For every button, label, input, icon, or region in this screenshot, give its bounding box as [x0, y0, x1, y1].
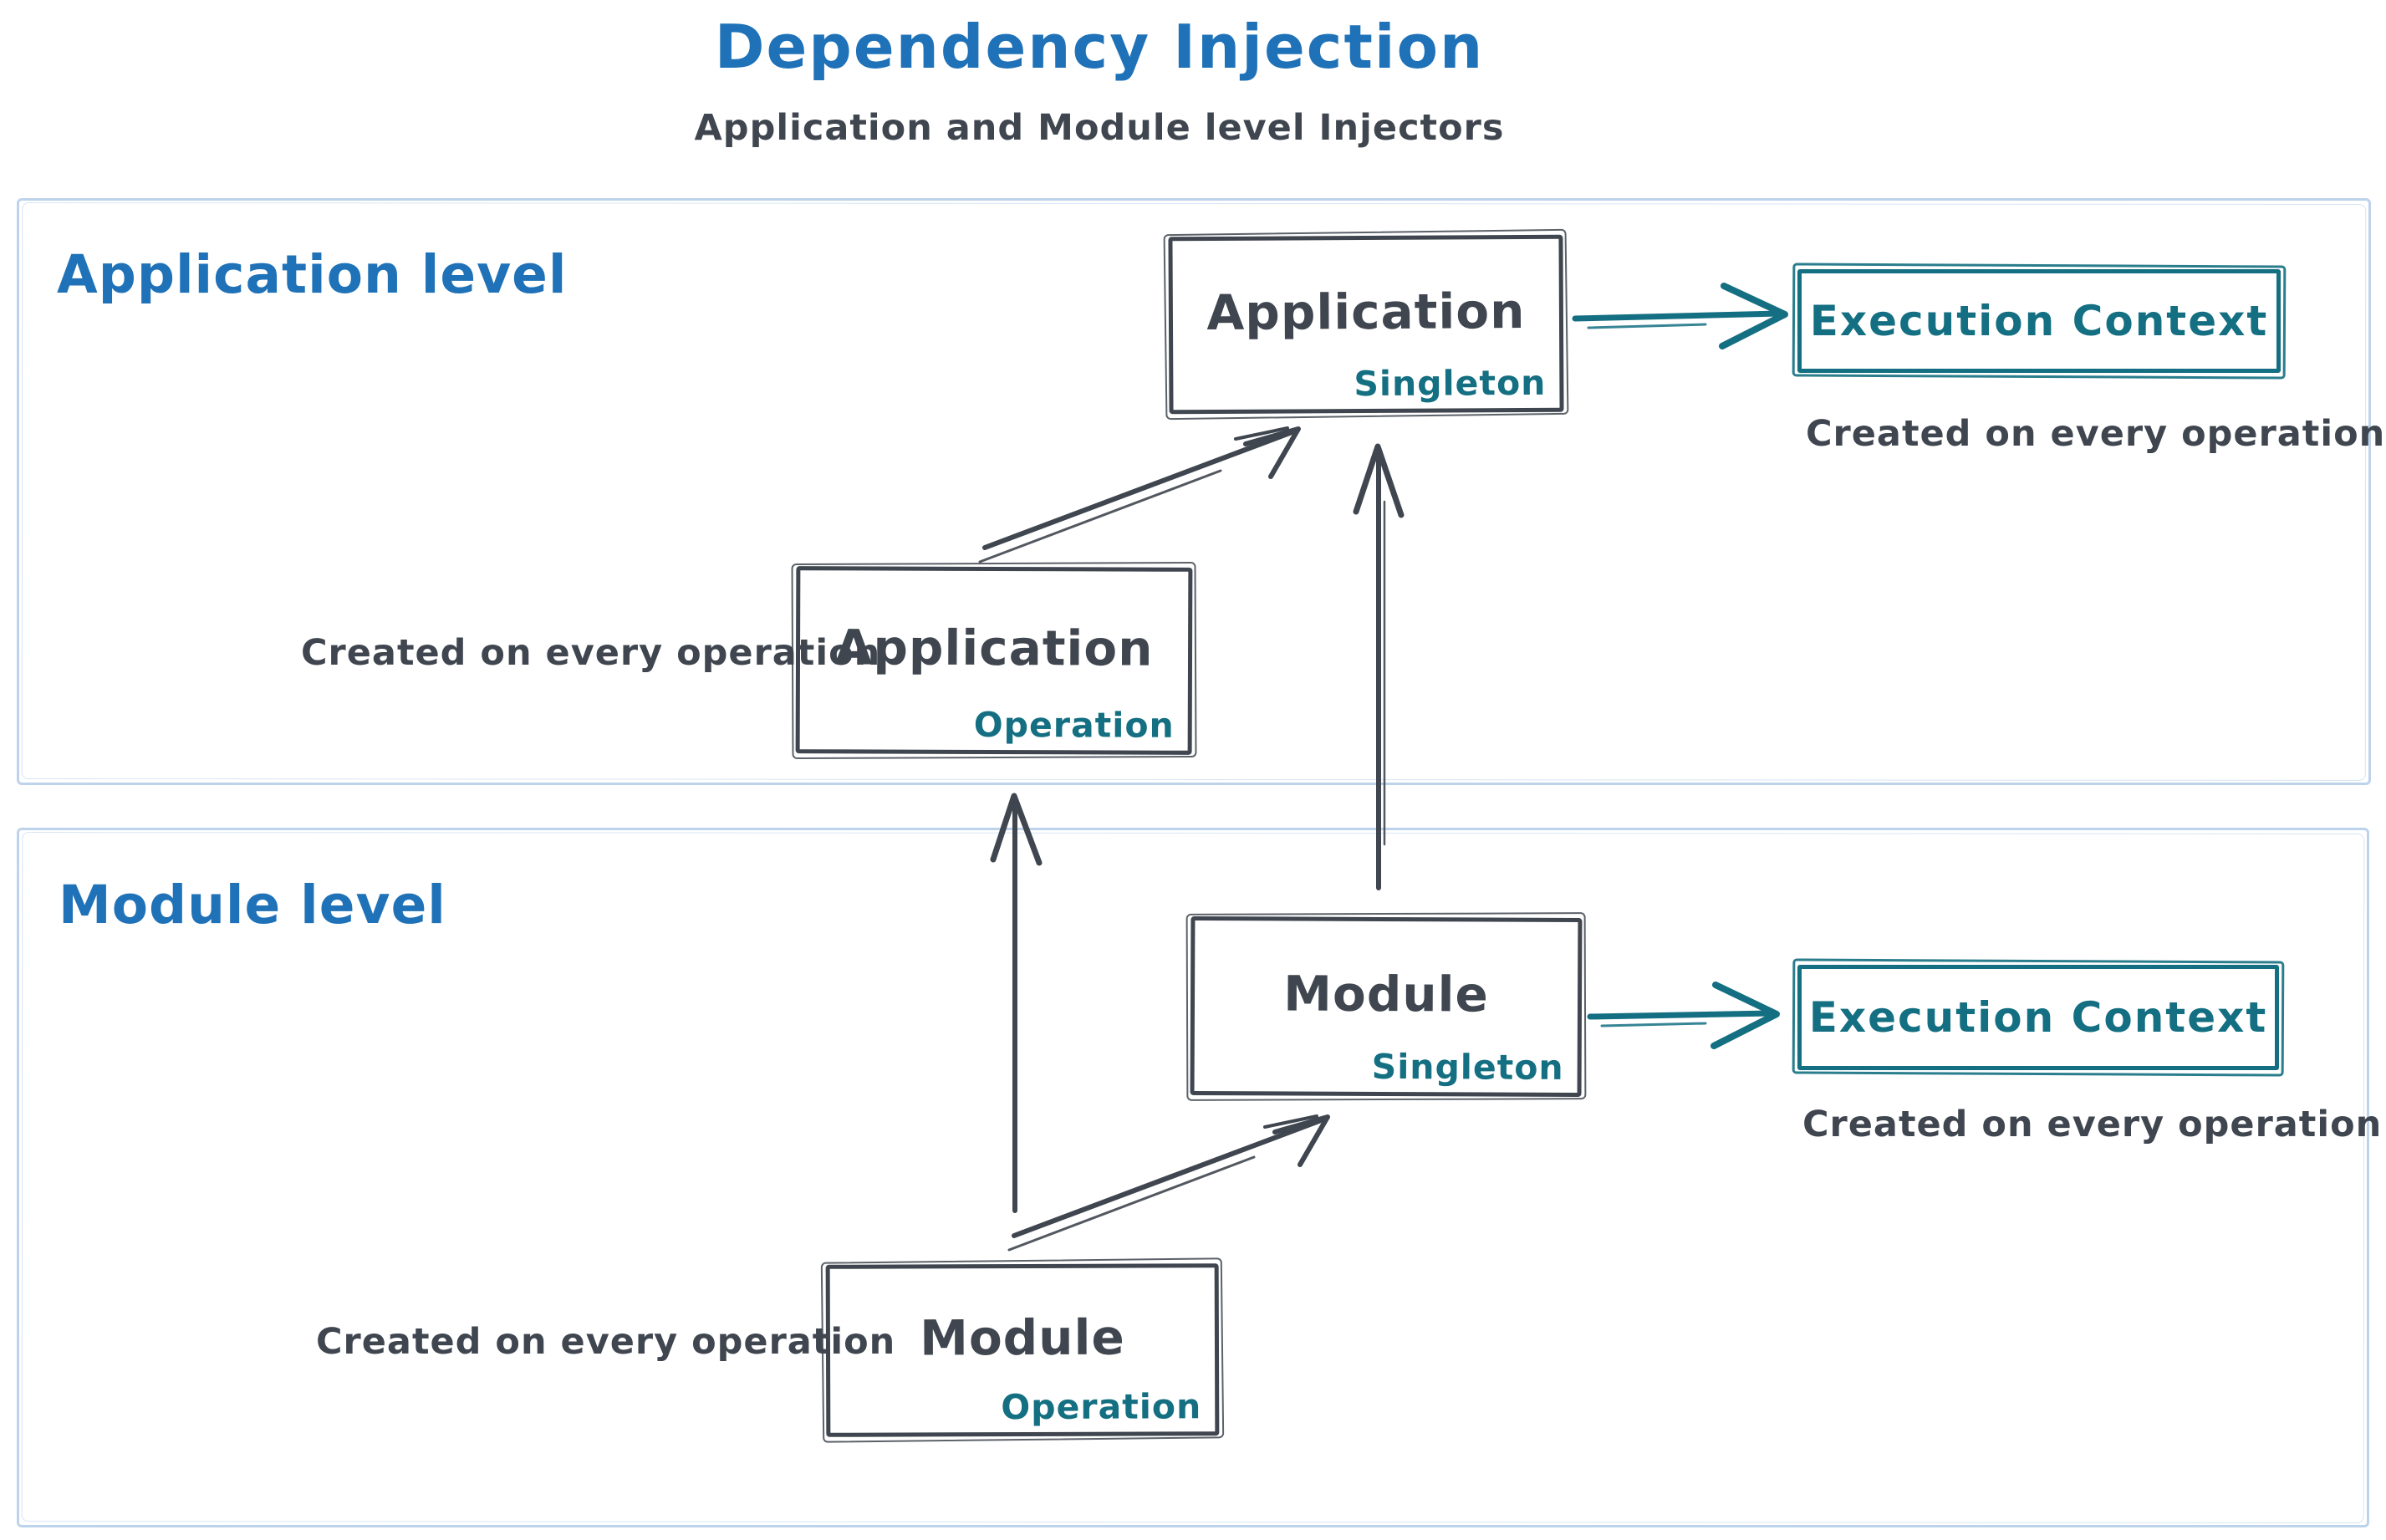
module-level-region: [17, 828, 2369, 1527]
application-execution-context-label: Execution Context: [1809, 297, 2269, 345]
application-singleton-title: Application: [1206, 283, 1526, 342]
diagram-subtitle: Application and Module level Injectors: [694, 107, 1505, 149]
module-singleton-badge: Singleton: [1371, 1046, 1564, 1088]
application-level-label: Application level: [57, 244, 568, 305]
application-level-region: [17, 198, 2371, 785]
module-singleton-title: Module: [1283, 965, 1490, 1023]
application-singleton-node: Application Singleton: [1168, 234, 1564, 415]
application-execution-context-caption: Created on every operation: [1806, 413, 2386, 455]
diagram-title: Dependency Injection: [714, 12, 1485, 82]
module-operation-caption: Created on every operation: [316, 1321, 896, 1363]
module-execution-context-caption: Created on every operation: [1802, 1104, 2383, 1145]
application-operation-caption: Created on every operation: [301, 632, 881, 674]
module-execution-context-label: Execution Context: [1808, 993, 2268, 1042]
module-level-label: Module level: [59, 875, 446, 936]
module-singleton-node: Module Singleton: [1190, 915, 1583, 1098]
application-operation-badge: Operation: [973, 704, 1175, 746]
module-execution-context-node: Execution Context: [1797, 965, 2279, 1070]
application-execution-context-node: Execution Context: [1797, 269, 2281, 373]
module-operation-badge: Operation: [1001, 1386, 1202, 1428]
application-singleton-badge: Singleton: [1354, 362, 1547, 405]
